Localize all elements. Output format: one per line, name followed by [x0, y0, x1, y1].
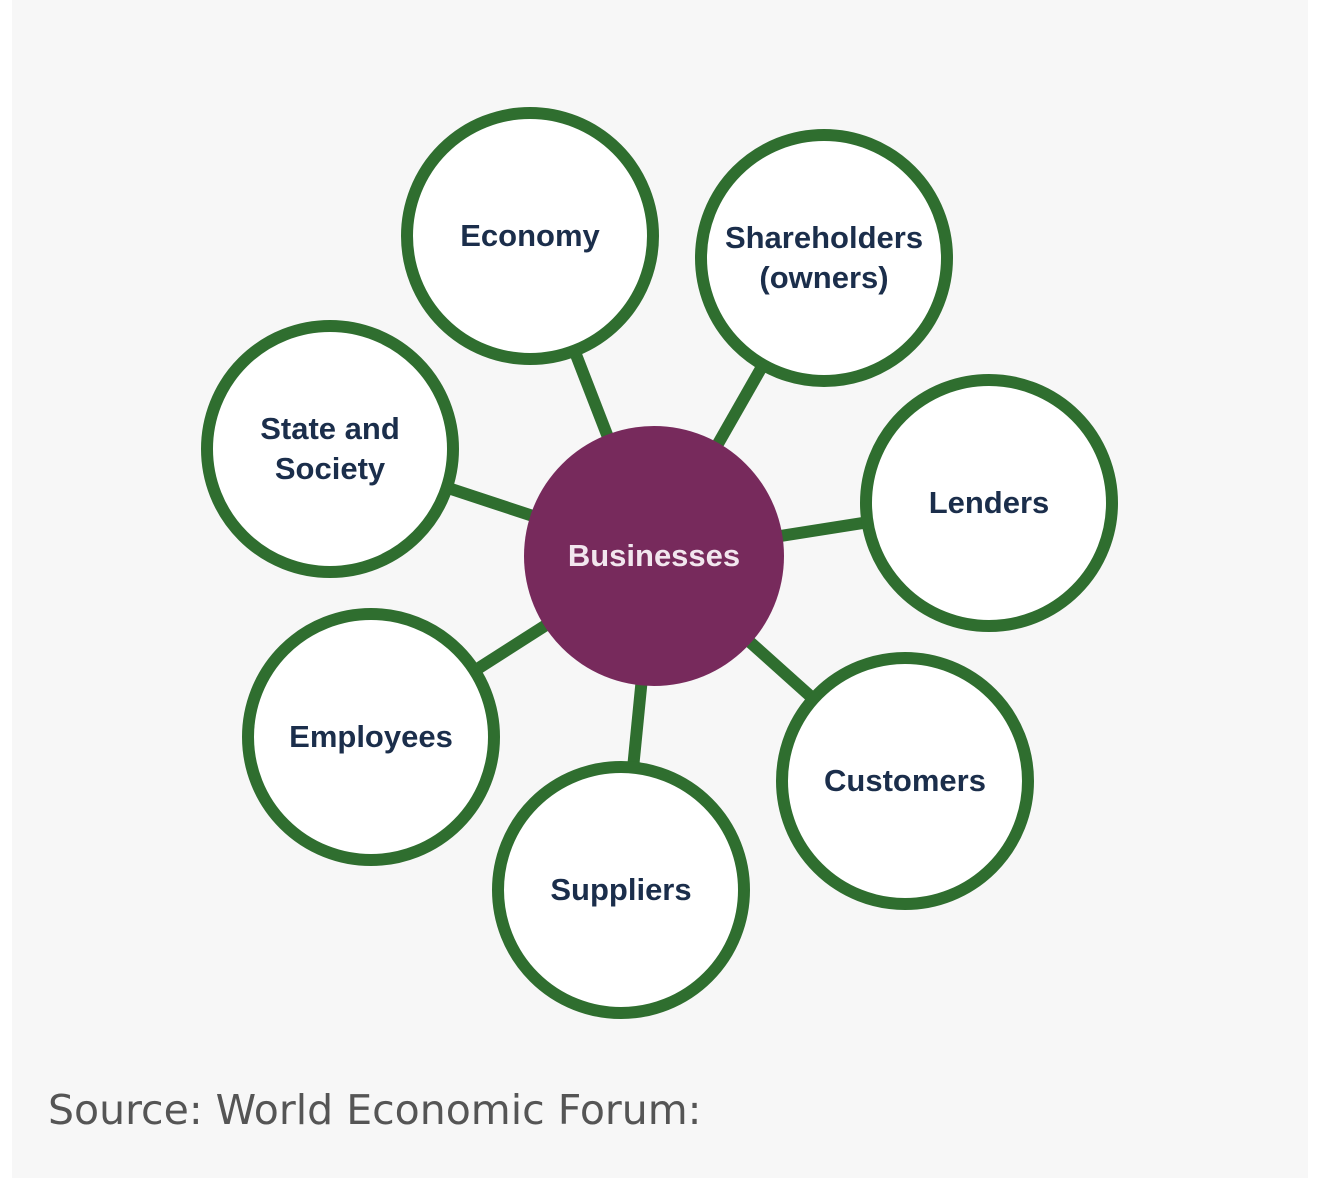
connector-customers [743, 635, 819, 705]
node-label-line: Suppliers [550, 872, 691, 907]
node-circle-employees [242, 608, 500, 866]
node-label-line: Society [275, 451, 386, 486]
connector-state-society [443, 481, 537, 523]
connector-employees [469, 618, 552, 677]
node-economy: Economy [401, 107, 659, 365]
node-label-lenders: Lenders [929, 485, 1050, 520]
center-node: Businesses [524, 426, 784, 686]
node-label-employees: Employees [289, 719, 453, 754]
node-circle-suppliers [492, 761, 750, 1019]
node-suppliers: Suppliers [492, 761, 750, 1019]
node-shareholders: Shareholders (owners) [695, 129, 953, 387]
node-circle-state-society [201, 320, 459, 578]
connector-economy [568, 346, 615, 441]
node-label-economy: Economy [460, 218, 600, 253]
connectors [443, 346, 871, 771]
node-label-line: Economy [460, 218, 600, 253]
connector-lenders [777, 515, 871, 543]
source-caption: Source: World Economic Forum: [48, 1086, 702, 1134]
node-label-line: (owners) [759, 260, 888, 295]
node-lenders: Lenders [860, 374, 1118, 632]
connector-suppliers [626, 680, 648, 771]
center-label: Businesses [568, 538, 740, 573]
node-label-line: Customers [824, 763, 986, 798]
node-customers: Customers [776, 652, 1034, 910]
connector-shareholders [711, 360, 770, 450]
node-label-customers: Customers [824, 763, 986, 798]
node-label-line: Employees [289, 719, 453, 754]
node-circle-customers [776, 652, 1034, 910]
outer-nodes: Economy Shareholders (owners) LendersCustom… [201, 107, 1118, 1019]
node-label-line: State and [260, 411, 400, 446]
node-label-line: Shareholders [725, 220, 923, 255]
center-circle [524, 426, 784, 686]
node-label-shareholders: Shareholders (owners) [725, 220, 923, 295]
node-label-suppliers: Suppliers [550, 872, 691, 907]
node-circle-lenders [860, 374, 1118, 632]
node-employees: Employees [242, 608, 500, 866]
node-circle-shareholders [695, 129, 953, 387]
node-label-line: Lenders [929, 485, 1050, 520]
node-circle-economy [401, 107, 659, 365]
